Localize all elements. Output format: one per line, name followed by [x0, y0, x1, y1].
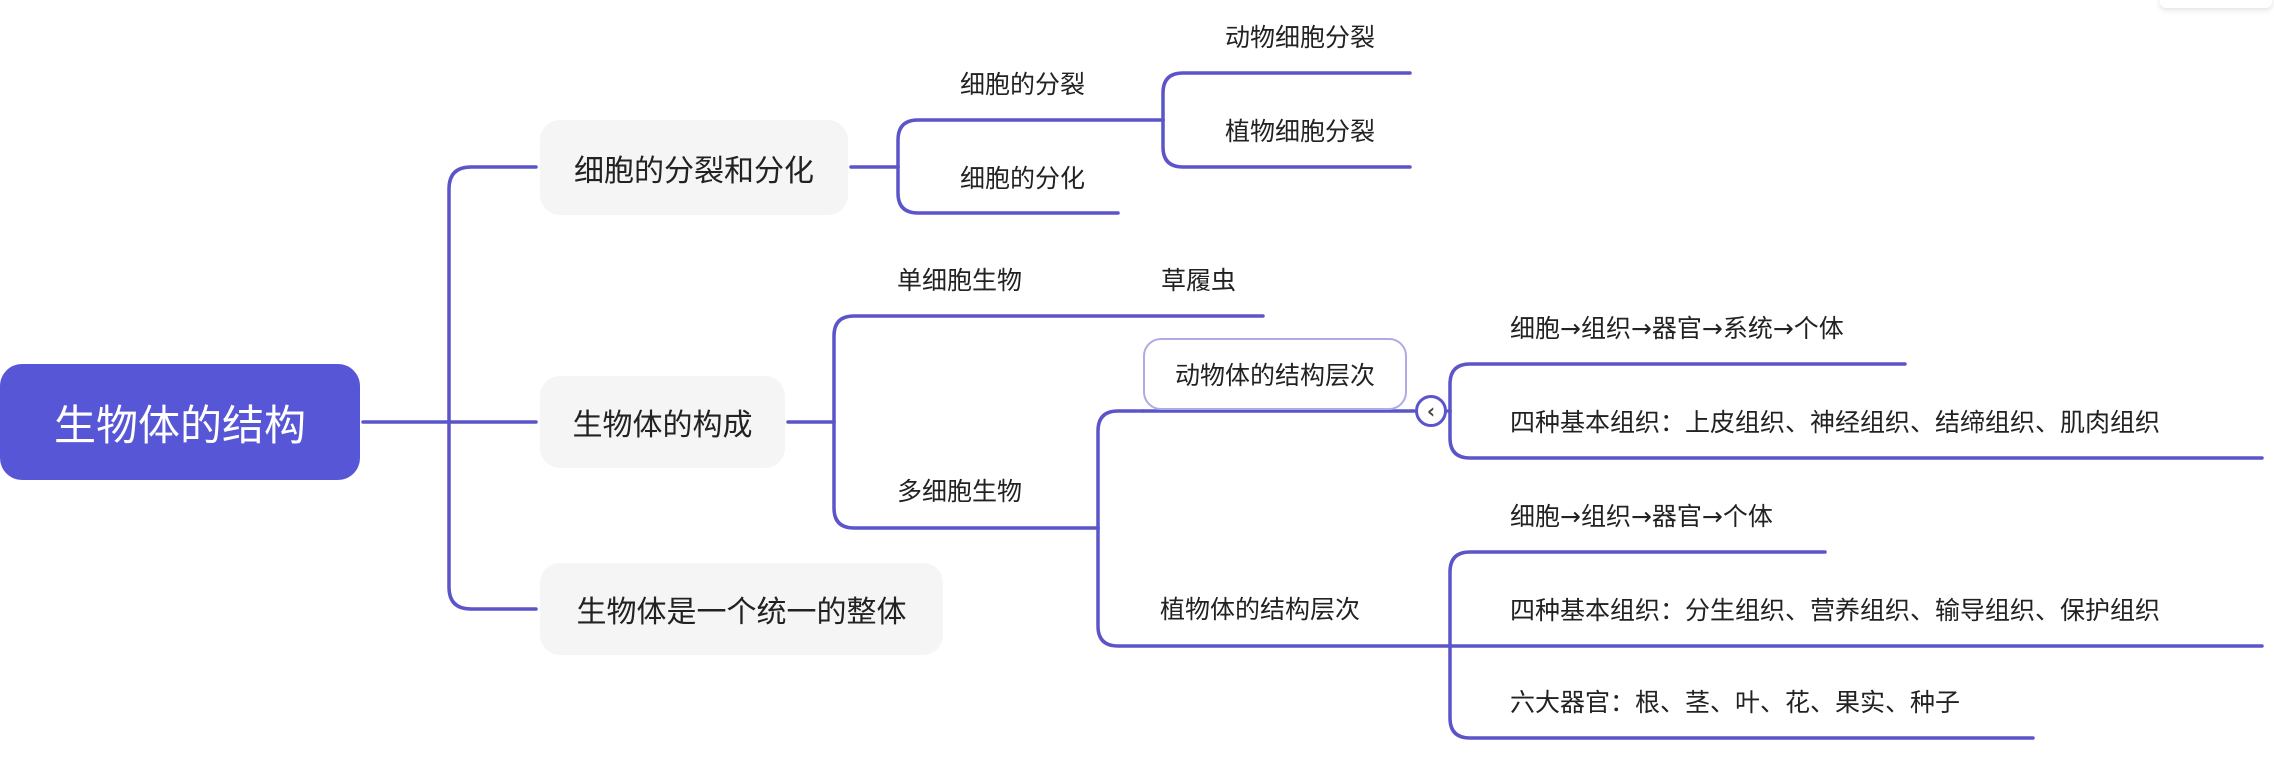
chevron-left-icon: ‹: [1426, 399, 1436, 423]
leaf-animal-hierarchy[interactable]: 细胞→组织→器官→系统→个体: [1510, 302, 1844, 352]
subtopic-cell-differentiation[interactable]: 细胞的分化: [960, 152, 1085, 202]
leaf-animal-cell-division[interactable]: 动物细胞分裂: [1225, 11, 1375, 61]
animal-leaf-link-branch: [1448, 409, 2264, 460]
subtopic-label: 多细胞生物: [897, 477, 1023, 506]
leaf-plant-cell-division[interactable]: 植物细胞分裂: [1225, 105, 1375, 155]
subtopic-animal-structure-levels[interactable]: 动物体的结构层次: [1143, 338, 1407, 410]
animal-leaf-link-branch: [1448, 362, 1907, 413]
plant-leaf-link-branch: [1448, 550, 1827, 648]
plant-leaf-link-branch: [1448, 644, 2035, 740]
collapse-button[interactable]: ‹: [1415, 395, 1447, 427]
leaf-label: 细胞→组织→器官→系统→个体: [1510, 314, 1844, 343]
multicellular-link-branch: [1096, 526, 1452, 648]
leaf-label: 细胞→组织→器官→个体: [1510, 502, 1773, 531]
subtopic-label: 细胞的分化: [960, 164, 1086, 193]
leaf-animal-tissues[interactable]: 四种基本组织：上皮组织、神经组织、结缔组织、肌肉组织: [1510, 396, 2160, 446]
topic-label: 细胞的分裂和分化: [574, 153, 814, 189]
subtopic-label: 植物体的结构层次: [1160, 595, 1361, 624]
topic-cell-division-differentiation[interactable]: 细胞的分裂和分化: [540, 120, 848, 215]
leaf-paramecium[interactable]: 草履虫: [1161, 254, 1236, 304]
root-link-branch: [447, 420, 538, 611]
subtopic-label: 单细胞生物: [897, 266, 1023, 295]
leaf-label: 四种基本组织：分生组织、营养组织、输导组织、保护组织: [1510, 596, 2161, 625]
composition-link-branch: [832, 314, 1265, 424]
root-node[interactable]: 生物体的结构: [0, 364, 360, 480]
leaf-plant-organs[interactable]: 六大器官：根、茎、叶、花、果实、种子: [1510, 676, 1960, 726]
multicellular-link-branch: [1096, 409, 1145, 530]
topic-label: 生物体的构成: [572, 408, 753, 443]
root-link-branch: [447, 165, 538, 424]
toolbar-panel-edge: [2160, 0, 2272, 8]
topic-label: 生物体是一个统一的整体: [576, 595, 907, 630]
leaf-label: 四种基本组织：上皮组织、神经组织、结缔组织、肌肉组织: [1510, 408, 2161, 437]
subtopic-cell-division[interactable]: 细胞的分裂: [960, 58, 1085, 108]
cell-division-link-branch: [896, 165, 1120, 215]
leaf-plant-hierarchy[interactable]: 细胞→组织→器官→个体: [1510, 490, 1773, 540]
division-leaf-link-branch: [1161, 71, 1412, 122]
cell-division-link-branch: [896, 118, 1165, 169]
subtopic-unicellular[interactable]: 单细胞生物: [897, 254, 1022, 304]
leaf-label: 六大器官：根、茎、叶、花、果实、种子: [1510, 688, 1961, 717]
subtopic-label: 动物体的结构层次: [1174, 361, 1375, 390]
topic-organism-composition[interactable]: 生物体的构成: [540, 376, 785, 468]
leaf-label: 草履虫: [1161, 266, 1237, 295]
leaf-label: 植物细胞分裂: [1225, 117, 1376, 146]
subtopic-multicellular[interactable]: 多细胞生物: [897, 465, 1022, 515]
composition-link-branch: [832, 420, 1100, 530]
leaf-label: 动物细胞分裂: [1225, 23, 1376, 52]
leaf-plant-tissues[interactable]: 四种基本组织：分生组织、营养组织、输导组织、保护组织: [1510, 584, 2160, 634]
subtopic-label: 细胞的分裂: [960, 70, 1086, 99]
subtopic-plant-structure-levels[interactable]: 植物体的结构层次: [1160, 583, 1360, 633]
division-leaf-link-branch: [1161, 118, 1412, 169]
topic-organism-unified-whole[interactable]: 生物体是一个统一的整体: [540, 563, 943, 655]
root-label: 生物体的结构: [53, 400, 306, 450]
